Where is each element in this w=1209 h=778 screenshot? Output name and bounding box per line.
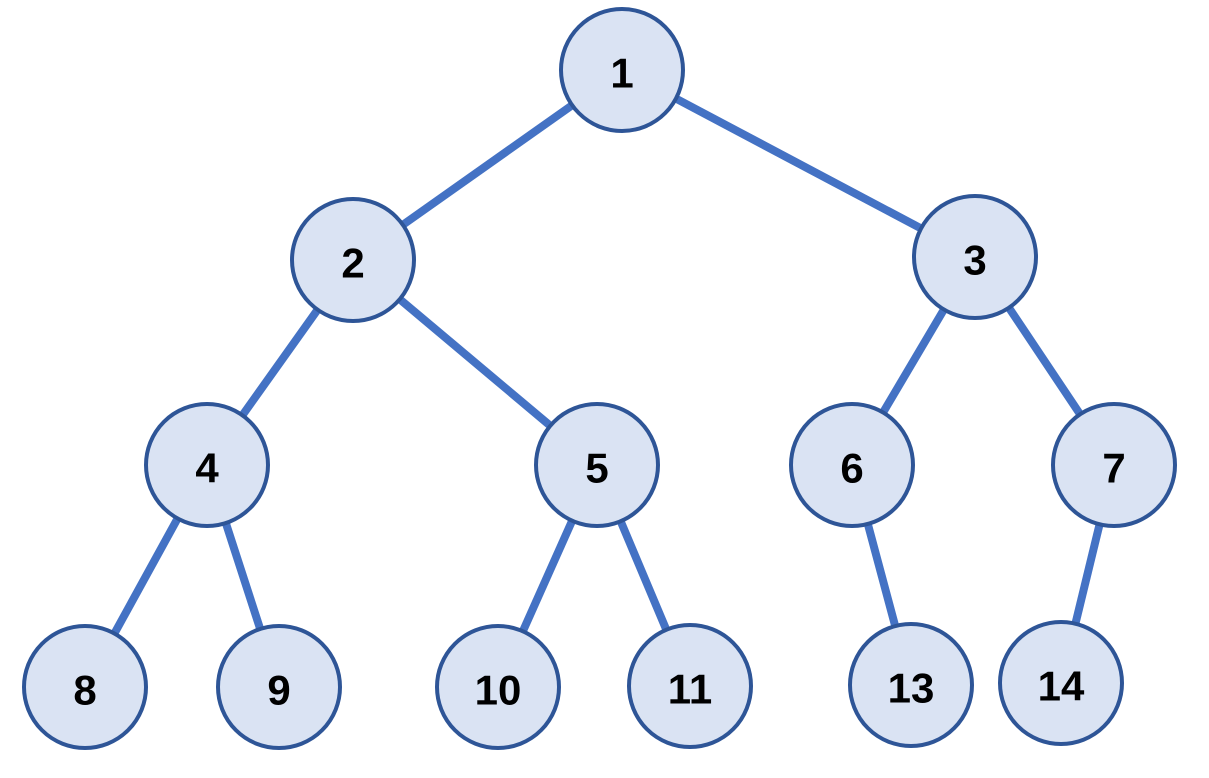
tree-node-13: 13 [848, 622, 974, 748]
tree-node-label-7: 7 [1102, 445, 1125, 492]
tree-node-label-1: 1 [610, 50, 633, 97]
tree-node-circle-6 [789, 402, 915, 528]
tree-node-5: 5 [534, 402, 660, 528]
tree-node-3: 3 [912, 194, 1038, 320]
tree-node-circle-7 [1051, 402, 1177, 528]
tree-node-circle-5 [534, 402, 660, 528]
tree-node-circle-8 [22, 624, 148, 750]
tree-node-10: 10 [435, 624, 561, 750]
tree-node-circle-9 [216, 624, 342, 750]
tree-node-label-6: 6 [840, 445, 863, 492]
tree-node-circle-13 [848, 622, 974, 748]
tree-node-label-2: 2 [341, 240, 364, 287]
tree-node-4: 4 [144, 402, 270, 528]
tree-edge-1-3 [620, 66, 977, 261]
tree-node-label-11: 11 [668, 666, 712, 713]
tree-node-label-14: 14 [1038, 663, 1085, 710]
tree-node-label-4: 4 [195, 445, 219, 492]
tree-node-7: 7 [1051, 402, 1177, 528]
tree-node-label-5: 5 [585, 445, 608, 492]
tree-node-label-13: 13 [888, 665, 935, 712]
tree-node-label-3: 3 [963, 237, 986, 284]
tree-node-circle-14 [998, 620, 1124, 746]
tree-node-circle-2 [290, 197, 416, 323]
tree-node-9: 9 [216, 624, 342, 750]
tree-node-label-8: 8 [73, 667, 96, 714]
tree-node-label-9: 9 [267, 667, 290, 714]
tree-node-11: 11 [627, 623, 753, 749]
tree-node-14: 14 [998, 620, 1124, 746]
tree-node-circle-4 [144, 402, 270, 528]
tree-node-6: 6 [789, 402, 915, 528]
tree-node-2: 2 [290, 197, 416, 323]
tree-node-1: 1 [559, 7, 685, 133]
tree-node-circle-3 [912, 194, 1038, 320]
tree-node-circle-1 [559, 7, 685, 133]
tree-node-label-10: 10 [475, 667, 522, 714]
tree-node-8: 8 [22, 624, 148, 750]
tree-node-circle-11 [627, 623, 753, 749]
tree-node-circle-10 [435, 624, 561, 750]
